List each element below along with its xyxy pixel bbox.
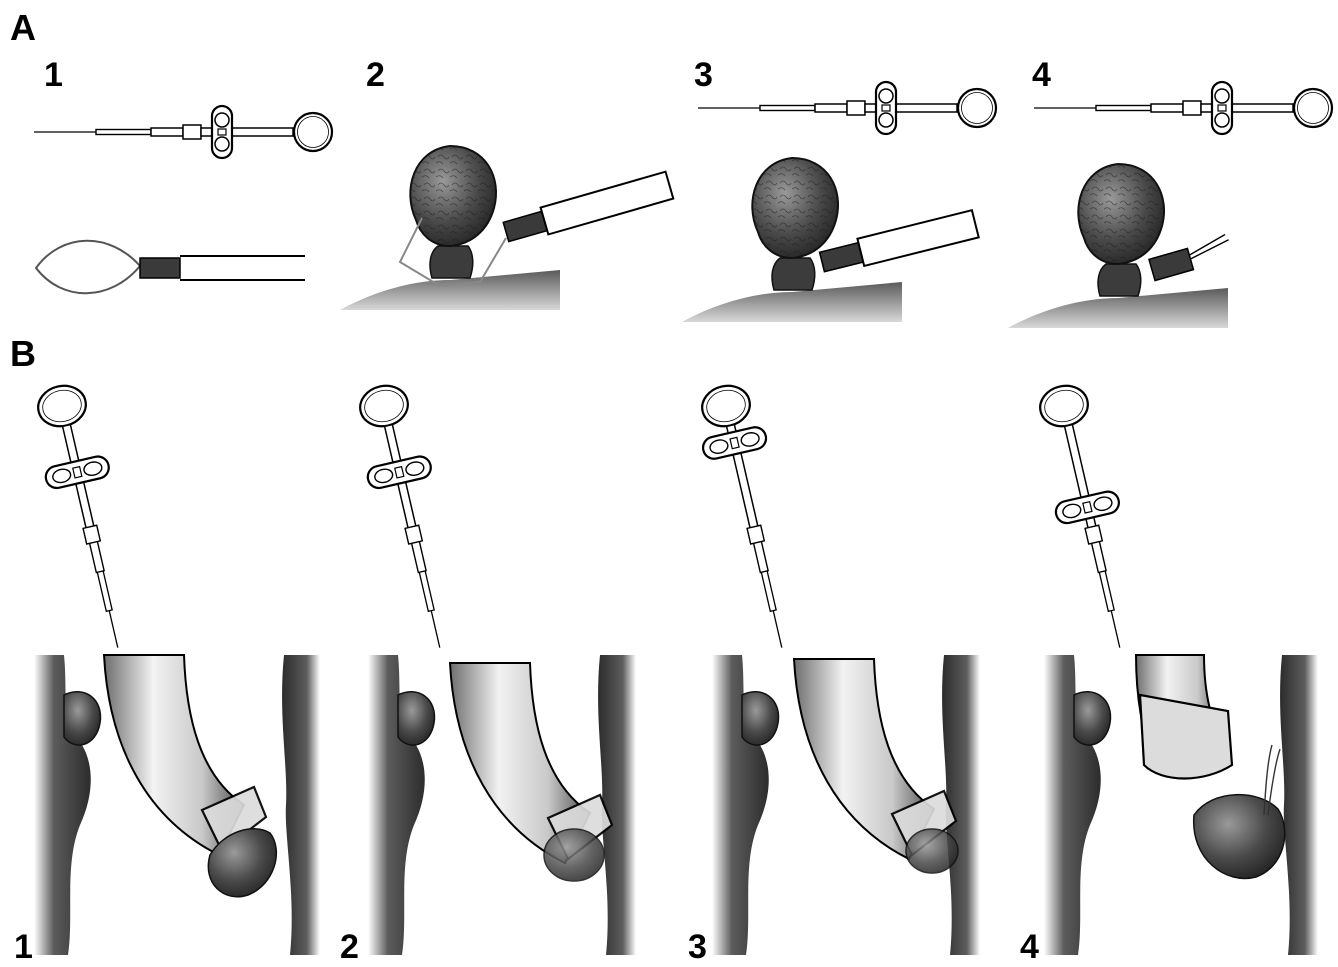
step-a2-label: 2: [366, 56, 385, 94]
step-b1-label: 1: [14, 928, 33, 966]
snare-handle-icon: [698, 82, 996, 134]
step-a3-label: 3: [694, 56, 713, 94]
polyp-icon: [1008, 164, 1228, 328]
step-a4-label: 4: [1032, 56, 1051, 94]
step-b4-label: 4: [1020, 928, 1039, 966]
section-b-label: B: [10, 333, 36, 374]
polyp-icon: [906, 829, 958, 873]
snare-handle-icon: [26, 379, 149, 655]
bowel-wall-icon: [282, 655, 320, 955]
endoscope-tube-icon: [819, 210, 979, 275]
endoscope-tube-icon: [502, 172, 673, 246]
snare-handle-icon: [34, 106, 332, 158]
snare-handle-icon: [348, 379, 471, 655]
endoscope-tube-icon: [1148, 234, 1234, 281]
bowel-panel-b3: [712, 655, 980, 955]
bowel-panel-b1: [34, 655, 320, 955]
bowel-panel-b2: [368, 655, 636, 955]
step-b2-label: 2: [340, 928, 359, 966]
step-a1-label: 1: [44, 56, 63, 94]
bowel-wall-icon: [1280, 655, 1318, 955]
snare-handle-icon: [1028, 379, 1151, 655]
step-b3-label: 3: [688, 928, 707, 966]
snare-handle-icon: [690, 379, 813, 655]
endoscope-tube-icon: [1136, 655, 1232, 779]
endoscope-tube-icon: [104, 655, 266, 855]
snare-handle-icon: [1034, 82, 1332, 134]
snare-loop-icon: [36, 241, 305, 294]
polyp-icon: [1194, 795, 1285, 879]
section-a-label: A: [10, 7, 36, 48]
polyp-icon: [544, 829, 604, 881]
bowel-panel-b4: [1044, 655, 1318, 955]
